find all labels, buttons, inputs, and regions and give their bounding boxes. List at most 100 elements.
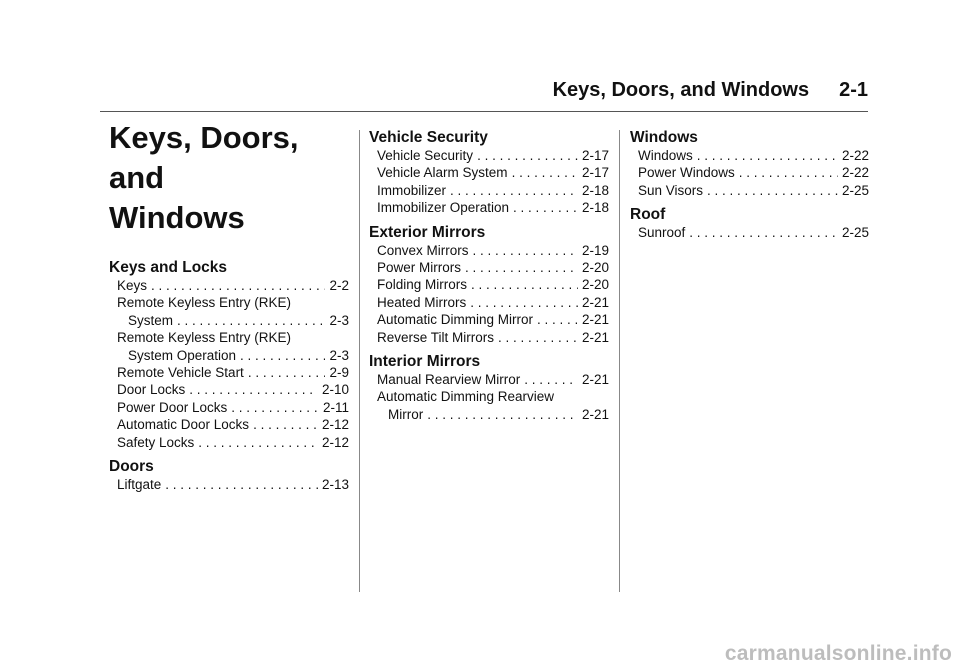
toc-entry-text-continued: Mirror: [388, 406, 424, 422]
toc-entry-folding-mirrors[interactable]: Folding Mirrors2-20: [377, 276, 609, 293]
section-heading: Keys and Locks: [109, 259, 228, 276]
chapter-title-line-1: Keys, Doors, and: [109, 120, 299, 195]
leader-dots: [151, 277, 325, 294]
toc-entry-convex-mirrors[interactable]: Convex Mirrors2-19: [377, 242, 609, 259]
toc-entry-text-continued: System Operation: [128, 347, 237, 363]
toc-entry-text: Immobilizer: [377, 182, 447, 198]
toc-entry-text: Heated Mirrors: [377, 294, 467, 310]
leader-dots: [450, 182, 578, 199]
toc-entry-page: 2-13: [321, 477, 349, 493]
toc-entry-page: 2-21: [581, 372, 609, 388]
leader-dots: [470, 294, 578, 311]
toc-entry-immobilizer[interactable]: Immobilizer 2-18: [377, 182, 609, 199]
toc-entry-page: 2-25: [841, 182, 869, 198]
header-title: Keys, Doors, and Windows: [552, 79, 810, 101]
toc-entry-text: Keys: [117, 278, 148, 293]
leader-dots: [697, 147, 838, 164]
toc-entry-page: 2-17: [581, 165, 609, 181]
toc-entry-page: 2-22: [841, 148, 869, 163]
leader-dots: [537, 311, 578, 328]
leader-dots: [253, 416, 318, 433]
toc-entry-text: Vehicle Alarm System: [377, 165, 508, 181]
toc-entry-text: Folding Mirrors: [377, 277, 468, 293]
toc-entry-page: 2-21: [581, 406, 609, 422]
toc-entry-page: 2-21: [581, 329, 609, 345]
toc-entry-text: Power Windows: [638, 165, 735, 181]
toc-entry-text: Windows: [638, 148, 693, 163]
leader-dots: [477, 147, 578, 164]
toc-entry-text: Convex Mirrors: [377, 242, 469, 258]
toc-entry-page: 2-17: [581, 148, 609, 163]
leader-dots: [248, 364, 326, 381]
toc-entry-text: Safety Locks: [117, 434, 195, 450]
toc-entry-text: Power Door Locks: [117, 399, 228, 415]
toc-entry-page: 2-10: [321, 382, 349, 398]
section-heading: Interior Mirrors: [369, 353, 481, 371]
toc-entry-page: 2-12: [321, 417, 349, 433]
toc-entry-vehicle-security[interactable]: Vehicle Security 2-17: [377, 147, 609, 164]
leader-dots: [471, 276, 578, 293]
toc-entry-automatic-dimming-rearview[interactable]: Automatic Dimming RearviewMirror2-21: [377, 388, 609, 423]
toc-entry-automatic-door-locks[interactable]: Automatic Door Locks2-12: [117, 416, 349, 433]
toc-entry-reverse-tilt-mirrors[interactable]: Reverse Tilt Mirrors 2-21: [377, 329, 609, 346]
toc-entry-remote-vehicle-start[interactable]: Remote Vehicle Start2-9: [117, 364, 349, 381]
section-heading: Roof: [630, 206, 666, 224]
toc-entry-remote-keyless-entry-rke[interactable]: Remote Keyless Entry (RKE)System Operati…: [117, 329, 349, 364]
toc-entry-door-locks[interactable]: Door Locks2-10: [117, 381, 349, 398]
toc-entry-vehicle-alarm-system[interactable]: Vehicle Alarm System 2-17: [377, 164, 609, 181]
toc-entry-text: Immobilizer Operation: [377, 200, 510, 216]
toc-entry-page: 2-18: [581, 200, 609, 216]
toc-section-doors: DoorsLiftgate2-13: [109, 457, 349, 493]
toc-entry-manual-rearview-mirror[interactable]: Manual Rearview Mirror2-21: [377, 371, 609, 388]
toc-entry-keys[interactable]: Keys2-2: [117, 277, 349, 294]
toc-entry-text-continued: System: [128, 312, 174, 328]
toc-entry-sun-visors[interactable]: Sun Visors 2-25: [638, 182, 869, 199]
leader-dots: [177, 312, 325, 329]
toc-entry-liftgate[interactable]: Liftgate2-13: [117, 476, 349, 493]
toc-entry-sunroof[interactable]: Sunroof2-25: [638, 224, 869, 241]
toc-entry-power-door-locks[interactable]: Power Door Locks 2-11: [117, 399, 349, 416]
leader-dots: [165, 476, 318, 493]
toc-entry-remote-keyless-entry-rke[interactable]: Remote Keyless Entry (RKE)System2-3: [117, 294, 349, 329]
column-divider-2: [619, 130, 620, 592]
leader-dots: [689, 224, 838, 241]
running-header: Keys, Doors, and Windows 2-1: [553, 79, 868, 102]
toc-section-roof: RoofSunroof2-25: [630, 205, 869, 241]
toc-entry-power-mirrors[interactable]: Power Mirrors2-20: [377, 259, 609, 276]
toc-entry-page: 2-21: [581, 312, 609, 328]
leader-dots: [198, 434, 318, 451]
section-heading: Windows: [630, 129, 698, 146]
toc-entry-page: 2-12: [321, 434, 349, 450]
leader-dots: [498, 329, 578, 346]
toc-entry-text: Reverse Tilt Mirrors: [377, 329, 495, 345]
toc-entry-text: Sun Visors: [638, 182, 704, 198]
toc-entry-immobilizer-operation[interactable]: Immobilizer Operation 2-18: [377, 199, 609, 216]
leader-dots: [513, 199, 578, 216]
toc-entry-page: 2-18: [581, 182, 609, 198]
toc-entry-heated-mirrors[interactable]: Heated Mirrors 2-21: [377, 294, 609, 311]
toc-entry-text: Power Mirrors: [377, 260, 462, 276]
leader-dots: [739, 164, 838, 181]
leader-dots: [427, 406, 578, 423]
toc-entry-text: Vehicle Security: [377, 148, 474, 163]
toc-entry-text: Remote Keyless Entry (RKE): [117, 295, 292, 311]
toc-entry-safety-locks[interactable]: Safety Locks 2-12: [117, 434, 349, 451]
toc-entry-page: 2-21: [581, 294, 609, 310]
section-heading: Doors: [109, 458, 154, 476]
header-page-number: 2-1: [839, 79, 868, 101]
toc-entry-text: Remote Vehicle Start: [117, 365, 244, 381]
toc-entry-windows[interactable]: Windows 2-22: [638, 147, 869, 164]
leader-dots: [512, 164, 578, 181]
toc-entry-text: Automatic Dimming Mirror: [377, 312, 534, 328]
section-heading: Exterior Mirrors: [369, 223, 486, 241]
toc-entry-page: 2-11: [322, 399, 349, 415]
toc-entry-automatic-dimming-mirror[interactable]: Automatic Dimming Mirror 2-21: [377, 311, 609, 328]
watermark: carmanualsonline.info: [724, 642, 952, 665]
toc-entry-page: 2-3: [329, 347, 349, 363]
